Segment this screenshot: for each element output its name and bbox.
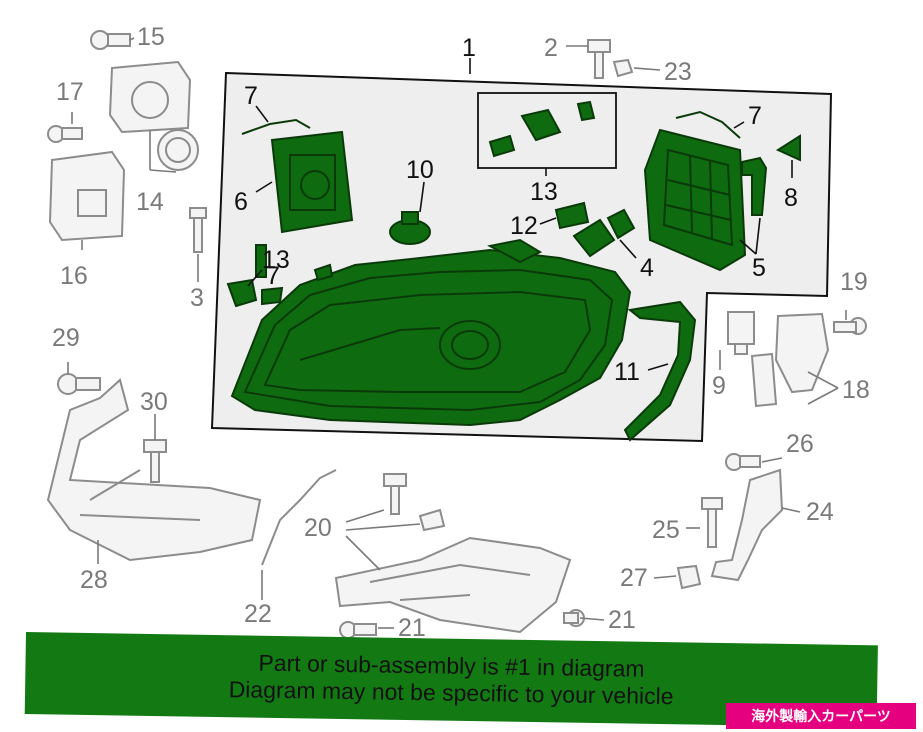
callout-30: 30 [140,388,168,416]
bracket-13-upper [488,100,596,158]
callout-14: 14 [136,188,164,216]
callout-26: 26 [786,430,814,458]
bulb-10 [389,211,431,245]
callout-5: 5 [752,254,766,282]
callout-7-right: 7 [748,102,762,130]
callout-15: 15 [137,23,165,51]
callout-6: 6 [234,188,248,216]
part-4 [572,208,636,258]
tube-22 [261,469,337,566]
cover-6 [270,130,354,234]
bracket-20 [334,536,572,634]
screw-19 [833,317,867,335]
bolt-20 [383,473,446,532]
callout-18: 18 [842,376,870,404]
screw-15 [90,30,131,50]
bolt-25 [701,497,723,548]
callout-28: 28 [80,566,108,594]
screw-2 [587,39,611,79]
callout-13-upper: 13 [530,178,558,206]
callout-10: 10 [406,156,434,184]
part-12 [554,201,590,230]
plug-5 [741,156,768,216]
callout-20: 20 [304,514,332,542]
callout-2: 2 [544,34,558,62]
callout-24: 24 [806,498,834,526]
screw-21-left [339,621,377,639]
callout-25: 25 [652,516,680,544]
callout-7-left: 7 [244,82,258,110]
module-16 [48,150,126,242]
callout-7-lower: 7 [266,262,280,290]
shop-stamp: 海外製輸入カーパーツ [726,703,916,729]
rear-cover-5 [643,128,747,272]
callout-22: 22 [244,600,272,628]
bracket-24 [710,468,784,582]
nut-27 [676,564,702,590]
bolt-29 [57,373,101,395]
callout-8: 8 [784,184,798,212]
screw-26 [725,453,761,471]
wire-7-left [241,118,311,135]
headlamp-assembly [230,238,632,427]
callout-29: 29 [52,324,80,352]
subassembly-box-13 [477,92,617,169]
ballast-14 [108,60,199,171]
callout-16: 16 [60,262,88,290]
trim-strip-11 [623,300,697,442]
bolt-3 [189,207,207,253]
bulb-9 [727,311,755,355]
callout-19: 19 [840,268,868,296]
callout-12: 12 [510,212,538,240]
bracket-28 [46,378,262,562]
banner-line-2: Diagram may not be specific to your vehi… [228,676,674,710]
callout-27: 27 [620,564,648,592]
triangle-8 [775,134,801,162]
callout-4: 4 [640,254,654,282]
bracket-18 [750,312,830,408]
callout-3: 3 [190,284,204,312]
nut-23 [612,58,634,78]
callout-9: 9 [712,372,726,400]
callout-23: 23 [664,58,692,86]
callout-11: 11 [614,358,640,386]
wire-7-right [675,110,741,139]
bolt-30 [143,439,167,483]
screw-17 [47,125,83,143]
callout-13-lower: 13 [262,246,290,274]
callout-21-right: 21 [608,606,636,634]
callout-1: 1 [462,34,476,62]
bracket-13-lower [226,244,284,308]
callout-17: 17 [56,78,84,106]
